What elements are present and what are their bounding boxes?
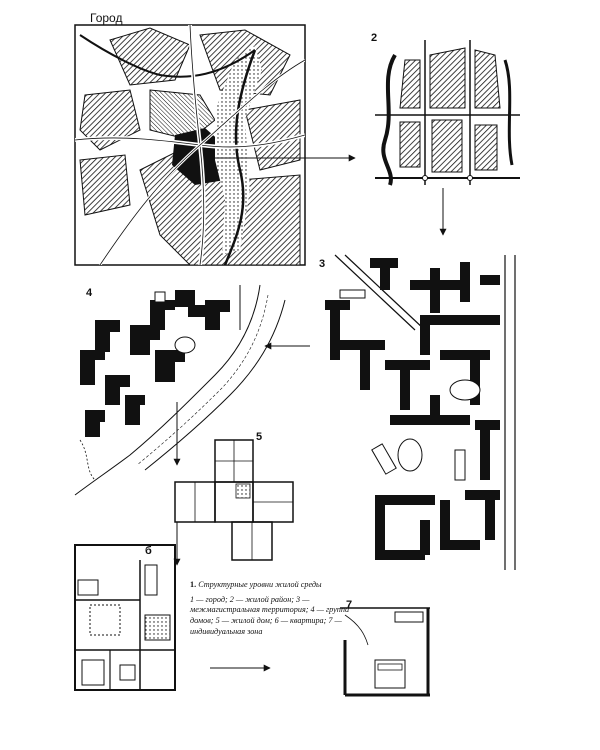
caption-title-line: 1. Структурные уровни жилой среды <box>190 580 350 591</box>
caption-title: Структурные уровни жилой среды <box>198 580 322 589</box>
individual-zone-panel <box>340 607 430 697</box>
figure-caption: 1. Структурные уровни жилой среды 1 — го… <box>190 580 350 637</box>
label-2: 2 <box>371 32 378 44</box>
city-label: Город <box>90 11 123 25</box>
label-7: 7 <box>346 599 353 611</box>
label-4: 4 <box>86 287 93 299</box>
caption-legend: 1 — город; 2 — жилой район; 3 — межмагис… <box>190 594 350 636</box>
label-3: 3 <box>319 258 326 270</box>
city-map-panel <box>74 24 306 266</box>
district-panel <box>375 40 520 186</box>
house-group-panel <box>74 284 286 496</box>
caption-number: 1. <box>190 580 197 589</box>
house-plan-panel <box>174 439 294 561</box>
apartment-plan-panel <box>74 544 176 691</box>
label-5: 5 <box>256 431 263 443</box>
arrows <box>173 154 447 672</box>
label-6: б <box>145 545 152 557</box>
territory-panel <box>325 254 516 570</box>
